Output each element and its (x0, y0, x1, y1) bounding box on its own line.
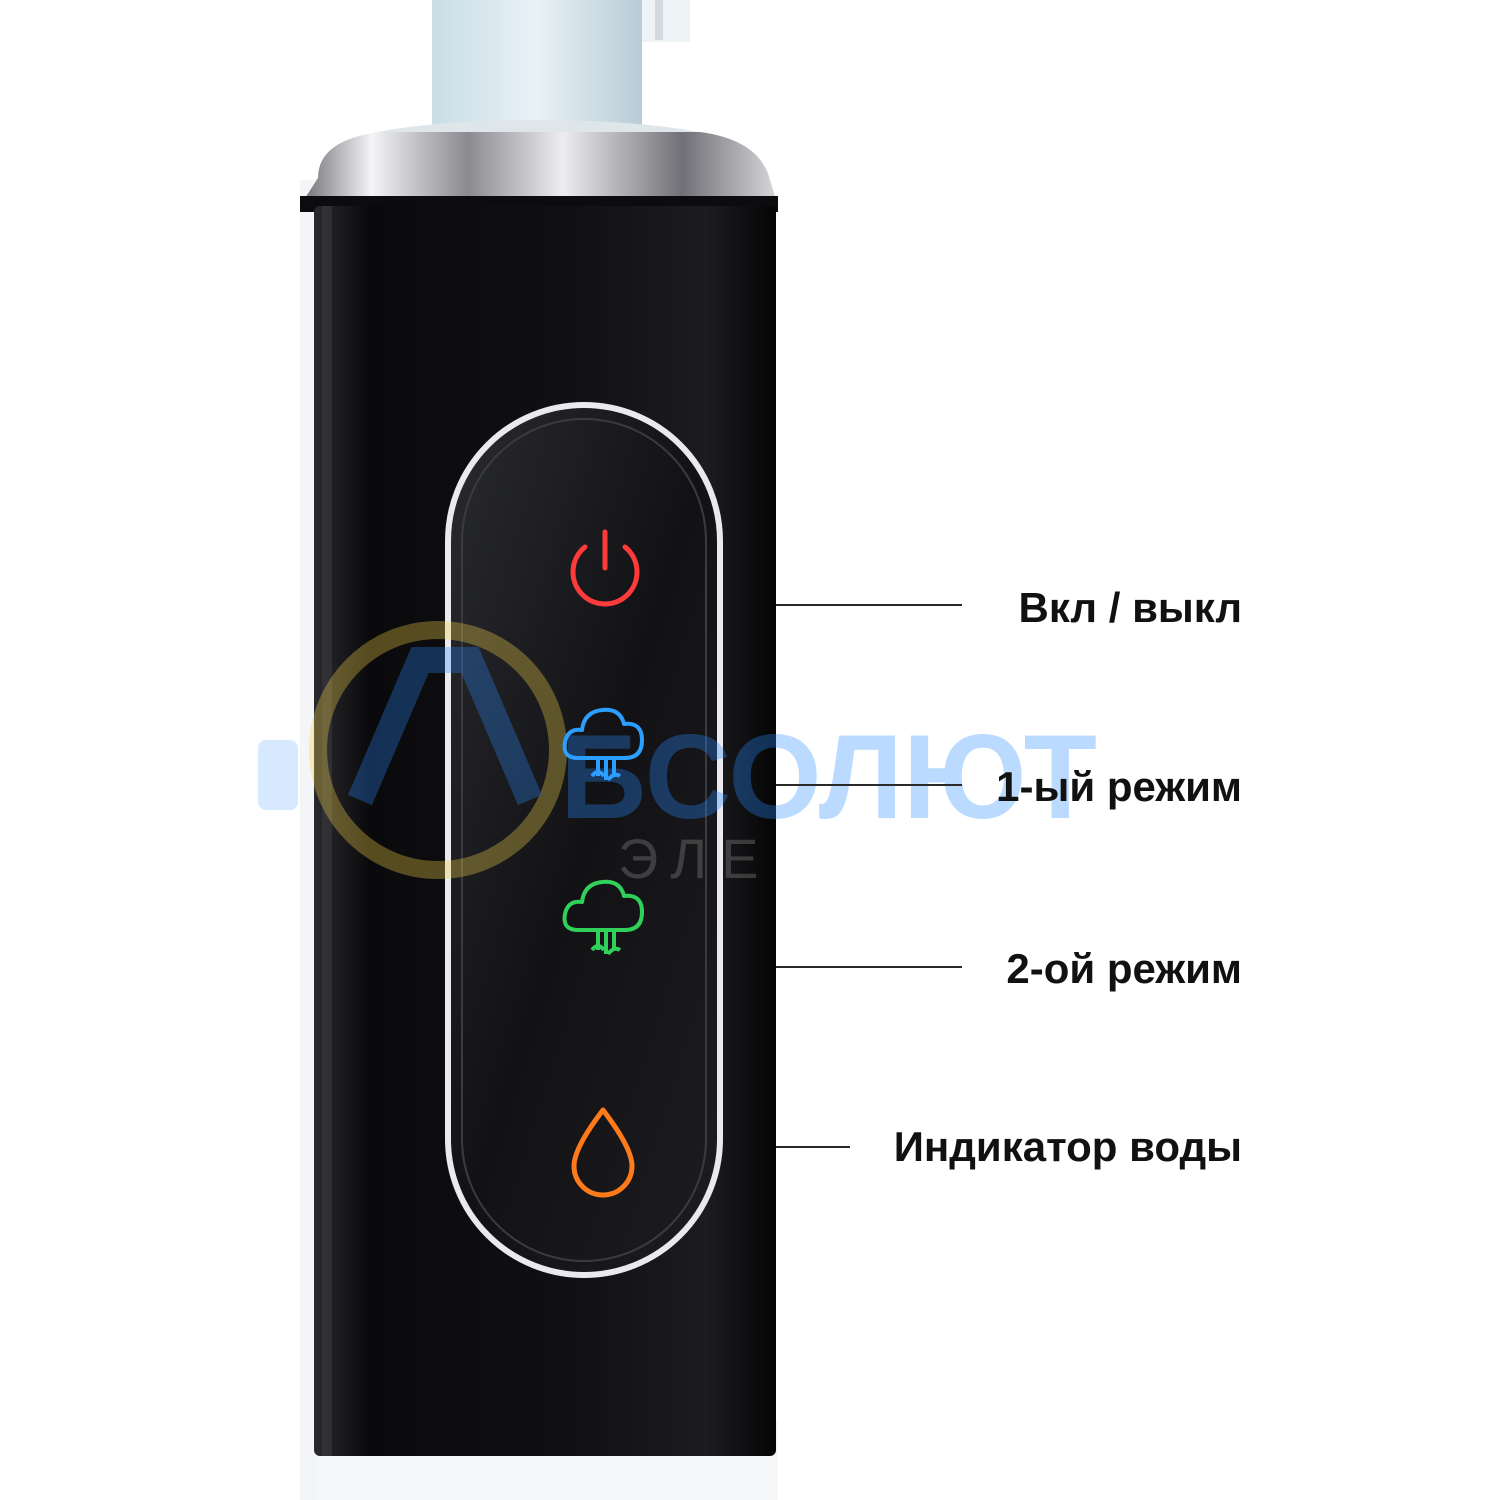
callout-label-mode-1: 1-ый режим (996, 763, 1242, 810)
mode-2-cloud-icon[interactable] (562, 879, 644, 956)
callout-label-mode-2: 2-ой режим (1006, 945, 1242, 992)
callout-line-mode-1 (776, 784, 962, 786)
callout-label-power: Вкл / выкл (1018, 584, 1242, 631)
watermark-sub-text: ЭЛЕ (618, 827, 773, 890)
chrome-cap (300, 120, 778, 212)
callout-line-power (776, 604, 962, 606)
mode-1-cloud-icon[interactable] (562, 707, 644, 782)
power-icon[interactable] (570, 529, 640, 607)
callout-line-water (776, 1146, 850, 1148)
water-drop-icon (571, 1107, 635, 1198)
callout-line-mode-2 (776, 966, 962, 968)
body-highlight (322, 206, 332, 1456)
watermark-main-text: БСОЛЮТ (560, 710, 1097, 844)
callout-label-water: Индикатор воды (893, 1123, 1242, 1170)
control-panel (445, 402, 723, 1278)
watermark-logo (258, 621, 567, 879)
